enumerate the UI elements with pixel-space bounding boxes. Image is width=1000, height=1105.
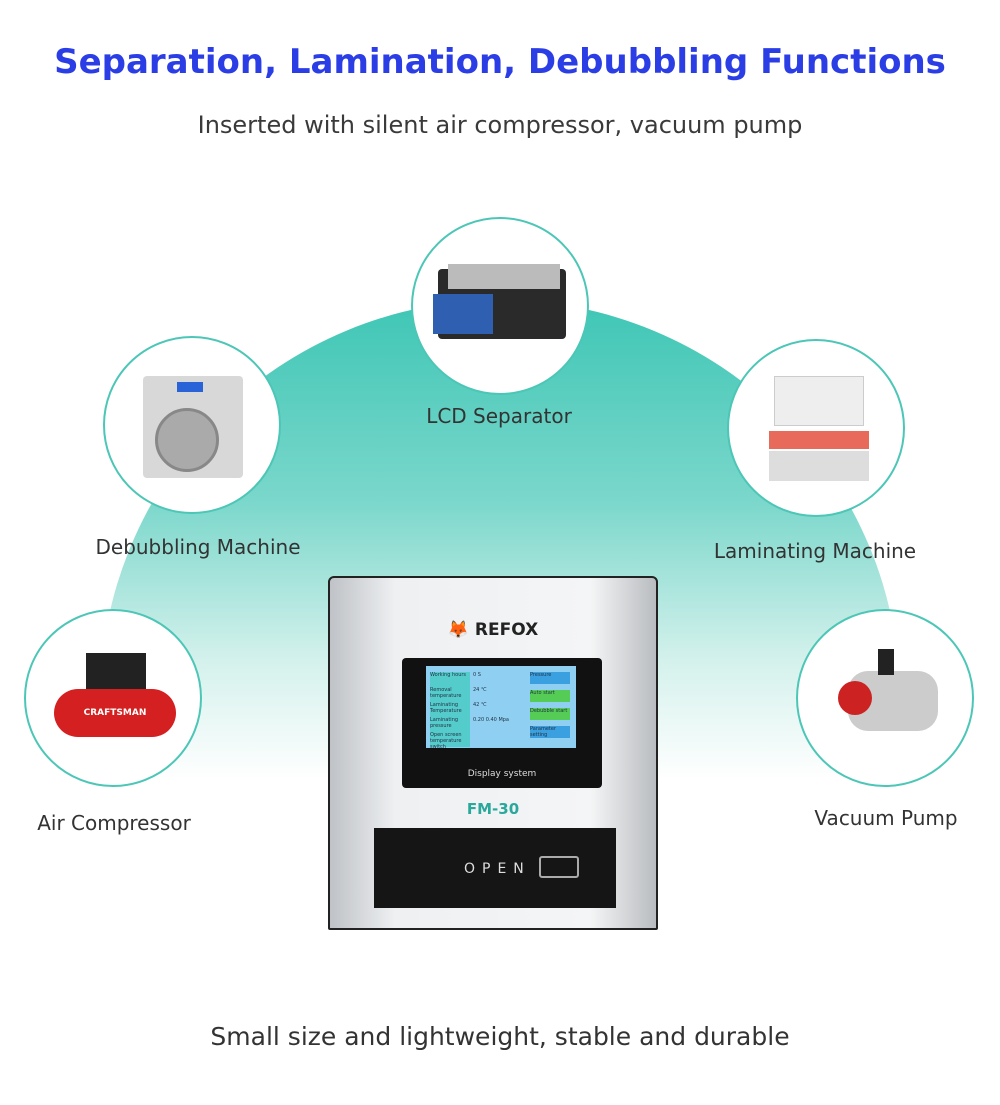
craftsman-logo: CRAFTSMAN [54,689,176,737]
air-compressor-image: CRAFTSMAN [24,609,202,787]
screen-row-label: Laminating pressure [430,717,470,732]
vacuum-pump-image [796,609,974,787]
product-label: Air Compressor [37,811,191,835]
screen-row-value: 0 S [473,672,481,678]
screen-button[interactable]: Debubble start [530,708,570,720]
screen-button[interactable]: Pressure [530,672,570,684]
product-label: Laminating Machine [713,539,917,563]
screen-button[interactable]: Auto start [530,690,570,702]
debubbling-machine-image [103,336,281,514]
screen-row-label: Laminating Temperature [430,702,470,717]
brand-logo: 🦊 REFOX [447,620,539,640]
screen-row-value: 42 ℃ [473,702,487,708]
open-label: OPEN [464,861,531,877]
page-title: Separation, Lamination, Debubbling Funct… [54,42,946,82]
product-label: LCD Separator [426,404,572,428]
lcd-separator-image [411,217,589,395]
subtitle: Inserted with silent air compressor, vac… [197,111,803,139]
screen-button[interactable]: Parameter setting [530,726,570,738]
door-latch[interactable] [539,856,579,878]
laminating-machine-image [727,339,905,517]
screen-row-value: 24 ℃ [473,687,487,693]
screen-row-value: 0.20 0.40 Mpa [473,717,509,723]
machine-door: OPEN [374,828,616,908]
display-label: Display system [467,769,537,779]
screen-row-label: Working hours [430,672,470,687]
product-label: Vacuum Pump [814,806,958,830]
screen-row-label: Removal temperature [430,687,470,702]
model-label: FM-30 [466,800,520,818]
footer-text: Small size and lightweight, stable and d… [210,1022,790,1051]
screen-row-label: Open screen temperature switch [430,732,470,750]
product-label: Debubbling Machine [95,535,301,559]
